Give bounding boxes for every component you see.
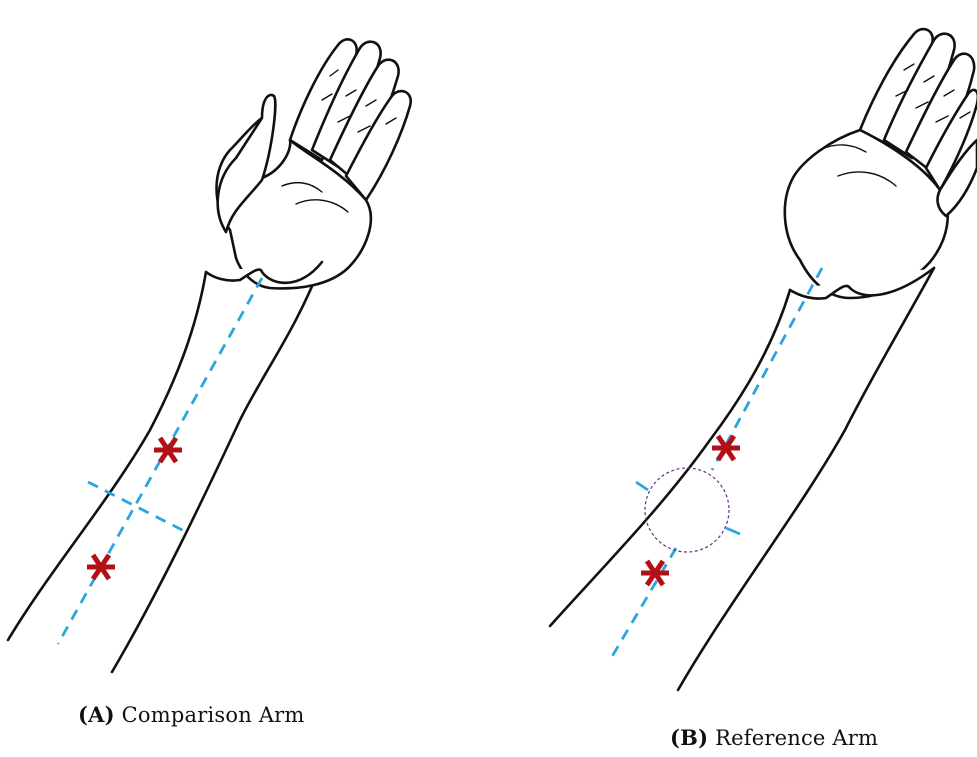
panel-title-a: Comparison Arm [122, 703, 305, 727]
hand-icon [785, 29, 977, 298]
forearm-left-edge [8, 272, 206, 640]
reference-arm-drawing [500, 0, 977, 757]
panel-comparison-arm: (A) Comparison Arm [0, 0, 480, 757]
forearm-right-edge [678, 268, 934, 690]
cross-guide-line [88, 482, 186, 532]
upper-asterisk-marker [712, 436, 740, 460]
panel-tag-b: (B) [670, 725, 708, 750]
panel-title-b: Reference Arm [715, 726, 878, 750]
forearm-right-edge [112, 262, 322, 672]
caption-reference-arm: (B) Reference Arm [670, 725, 878, 750]
forearm-left-edge [550, 290, 790, 626]
longitudinal-guide-line-lower [610, 548, 676, 660]
upper-asterisk-marker [154, 438, 182, 462]
lower-asterisk-marker [87, 555, 115, 579]
panel-reference-arm: (B) Reference Arm [500, 0, 977, 757]
right-edge-tick [726, 528, 740, 534]
panel-tag-a: (A) [78, 702, 115, 727]
caption-comparison-arm: (A) Comparison Arm [78, 702, 305, 727]
dashed-circle [645, 468, 729, 552]
longitudinal-guide-line-upper [712, 268, 822, 470]
left-edge-tick [636, 482, 648, 490]
comparison-arm-drawing [0, 0, 480, 757]
hand-icon [206, 39, 411, 288]
